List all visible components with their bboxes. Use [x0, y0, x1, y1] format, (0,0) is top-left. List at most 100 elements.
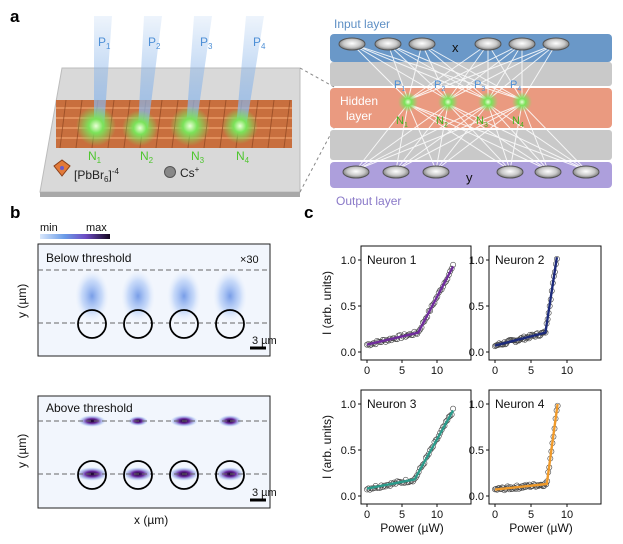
x-tick-label: 10 [561, 365, 573, 377]
svg-text:P3: P3 [200, 35, 213, 51]
x-tick-label: 5 [399, 509, 405, 521]
chart-title: Neuron 4 [495, 397, 545, 411]
laser-beams [94, 16, 264, 128]
svg-text:P2: P2 [148, 35, 161, 51]
y-tick-label: 1.0 [341, 399, 356, 411]
output-layer-label: Output layer [336, 194, 401, 208]
data-point [415, 328, 422, 335]
x-tick-label: 0 [492, 509, 498, 521]
below-threshold-title: Below threshold [46, 251, 131, 265]
svg-text:N3: N3 [191, 149, 205, 165]
fit-line [366, 409, 455, 490]
image-below-threshold: Below threshold ×30 3 µm [37, 243, 277, 357]
neuron-glows [76, 106, 258, 146]
scale-factor: ×30 [240, 254, 259, 266]
svg-text:N1: N1 [396, 115, 408, 129]
data-point [435, 433, 442, 440]
y-tick-label: 0.0 [469, 491, 484, 503]
zoom-connectors [299, 67, 337, 193]
y-tick-label: 1.0 [469, 255, 484, 267]
beam-1 [94, 16, 112, 128]
fit-line [494, 403, 559, 491]
svg-text:N3: N3 [476, 115, 488, 129]
svg-text:P1: P1 [394, 79, 405, 93]
network-diagram: Input layer x Hidden layer y Output laye… [330, 17, 612, 208]
colorbar: min max [40, 222, 110, 239]
input-layer-label: Input layer [334, 17, 390, 31]
hidden-layer-label-1: Hidden [340, 94, 378, 108]
y-tick-label: 0.0 [469, 347, 484, 359]
legend-cs: Cs+ [164, 165, 200, 180]
y-tick-label: 0.5 [469, 301, 484, 313]
svg-text:P3: P3 [474, 79, 485, 93]
input-layer-band [330, 34, 612, 62]
x-tick-label: 0 [364, 509, 370, 521]
data-point [415, 469, 422, 475]
svg-text:P4: P4 [510, 79, 521, 93]
svg-text:N4: N4 [236, 149, 250, 165]
x-tick-label: 5 [528, 365, 534, 377]
x-tick-label: 0 [492, 365, 498, 377]
svg-text:P1: P1 [98, 35, 111, 51]
beam-3 [186, 16, 212, 128]
y-tick-label: 0.5 [341, 301, 356, 313]
chart-title: Neuron 3 [367, 397, 417, 411]
chart-frame [488, 245, 602, 361]
above-threshold-title: Above threshold [46, 401, 133, 415]
svg-text:P4: P4 [253, 35, 266, 51]
chart-frame [360, 389, 472, 505]
y-axis-label: I (arb. units) [320, 271, 334, 335]
legend-octahedron: [PbBr6]-4 [53, 159, 119, 184]
x-tick-label: 10 [431, 509, 443, 521]
ylabel-top: y (µm) [15, 284, 29, 318]
data-point [441, 422, 448, 429]
y-tick-label: 0.5 [469, 445, 484, 457]
panel-label-a: a [10, 7, 20, 26]
input-var: x [452, 40, 459, 55]
chart-title: Neuron 1 [367, 253, 417, 267]
xlabel-b: x (µm) [134, 513, 168, 527]
y-axis-label: I (arb. units) [320, 415, 334, 479]
x-tick-label: 5 [399, 365, 405, 377]
y-tick-label: 0.5 [341, 445, 356, 457]
ylabel-bottom: y (µm) [15, 434, 29, 468]
svg-text:max: max [86, 222, 107, 234]
y-tick-label: 1.0 [341, 255, 356, 267]
chart-title: Neuron 2 [495, 253, 545, 267]
x-tick-label: 5 [528, 509, 534, 521]
svg-text:N2: N2 [140, 149, 154, 165]
panel-label-c: c [304, 203, 313, 222]
svg-text:N4: N4 [512, 115, 524, 129]
data-point [425, 451, 432, 458]
svg-text:N2: N2 [436, 115, 448, 129]
beam-4 [236, 16, 264, 128]
x-tick-label: 10 [561, 509, 573, 521]
fit-line [494, 257, 559, 347]
hidden-layer-label-2: layer [346, 109, 372, 123]
y-tick-label: 1.0 [469, 399, 484, 411]
panel-label-b: b [10, 203, 20, 222]
scalebar-top: 3 µm [252, 335, 277, 347]
y-tick-label: 0.0 [341, 347, 356, 359]
chart-neuron-1: 0 5 10 0.0 0.5 1.0 Neuron 1 I (arb. units) [320, 245, 472, 377]
hidden-nodes [398, 92, 532, 112]
svg-text:N1: N1 [88, 149, 102, 165]
output-var: y [466, 170, 473, 185]
input-nodes [338, 37, 570, 51]
svg-text:min: min [40, 222, 58, 234]
x-axis-label: Power (µW) [380, 521, 444, 535]
beam-2 [138, 16, 162, 128]
x-tick-label: 0 [364, 365, 370, 377]
x-tick-label: 10 [431, 365, 443, 377]
scalebar-bottom: 3 µm [252, 487, 277, 499]
svg-text:[PbBr6]-4: [PbBr6]-4 [74, 167, 119, 184]
chart-frame [360, 245, 472, 361]
data-points [492, 402, 561, 494]
chart-frame [488, 389, 602, 505]
svg-text:Cs+: Cs+ [180, 165, 200, 180]
output-nodes [342, 165, 600, 179]
